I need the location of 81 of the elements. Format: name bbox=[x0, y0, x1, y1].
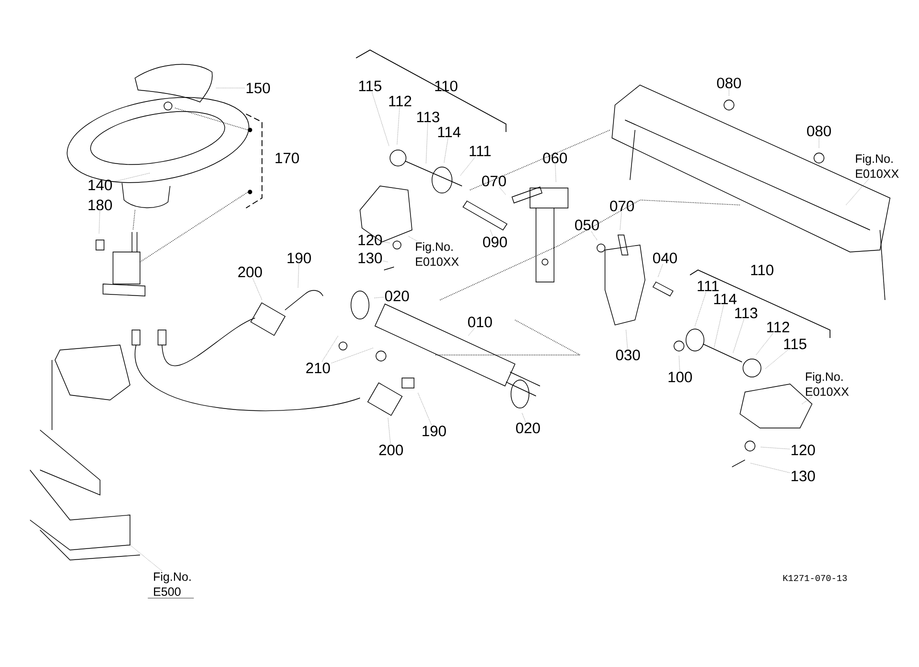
callout-number: 200 bbox=[379, 444, 403, 456]
leader-line bbox=[322, 336, 338, 362]
leader-line bbox=[818, 137, 820, 148]
leader-line bbox=[252, 278, 262, 300]
callout-number: 100 bbox=[668, 372, 692, 382]
leader-line bbox=[620, 212, 622, 230]
callout-number: 180 bbox=[88, 200, 112, 210]
leader-line bbox=[694, 292, 706, 326]
leader-line bbox=[374, 297, 384, 298]
leader-line bbox=[555, 164, 556, 182]
callout-number: 112 bbox=[389, 96, 412, 106]
callout-number: 110 bbox=[435, 80, 458, 92]
callout-number: 020 bbox=[385, 290, 409, 302]
leader-line bbox=[130, 544, 162, 572]
leader-line bbox=[626, 330, 628, 349]
figure-reference: Fig.No. E500 bbox=[154, 572, 191, 596]
leader-line bbox=[802, 396, 812, 404]
callout-number: 040 bbox=[653, 252, 677, 264]
callout-number: 110 bbox=[751, 264, 774, 276]
callout-number: 070 bbox=[482, 176, 506, 186]
leader-line bbox=[764, 350, 788, 370]
leader-line bbox=[522, 412, 526, 422]
callout-number: 030 bbox=[616, 350, 640, 360]
callout-number: 090 bbox=[483, 236, 507, 248]
callout-number: 070 bbox=[610, 200, 634, 212]
figure-reference: Fig.No. E010XX bbox=[856, 154, 899, 178]
leader-line bbox=[750, 462, 790, 473]
leader-line bbox=[98, 211, 100, 234]
callout-number: 113 bbox=[735, 308, 758, 318]
leader-line bbox=[396, 107, 400, 146]
callout-number: 080 bbox=[717, 78, 741, 88]
leader-line bbox=[426, 123, 428, 164]
callout-number: 130 bbox=[358, 252, 382, 264]
callout-number: 130 bbox=[792, 470, 815, 482]
leader-line bbox=[490, 228, 493, 236]
leader-line bbox=[298, 264, 299, 288]
leader-line bbox=[591, 231, 598, 240]
figure-reference: Fig.No. E010XX bbox=[806, 372, 849, 396]
drawing-number: K1271-070-13 bbox=[783, 574, 847, 582]
leader-line bbox=[418, 392, 432, 425]
leader-line bbox=[444, 138, 448, 164]
callout-number: 114 bbox=[714, 294, 737, 304]
callout-number: 112 bbox=[767, 322, 790, 332]
leader-line bbox=[332, 348, 374, 364]
callout-number: 200 bbox=[238, 266, 262, 278]
leader-line bbox=[384, 260, 388, 262]
callout-number: 190 bbox=[422, 426, 446, 436]
leader-line bbox=[756, 333, 774, 356]
leader-line bbox=[732, 319, 744, 354]
callout-number: 150 bbox=[246, 82, 270, 94]
callout-number: 120 bbox=[792, 444, 815, 456]
callout-number: 120 bbox=[358, 234, 382, 246]
callout-number: 115 bbox=[784, 338, 806, 350]
callout-number: 115 bbox=[359, 80, 382, 92]
leader-line bbox=[372, 92, 390, 146]
leader-line bbox=[468, 328, 475, 336]
callout-number: 113 bbox=[417, 112, 440, 122]
callout-number: 170 bbox=[276, 152, 299, 164]
callout-number: 010 bbox=[468, 316, 492, 328]
callout-number: 111 bbox=[698, 280, 719, 292]
callout-number: 210 bbox=[306, 362, 330, 374]
leader-line bbox=[114, 172, 150, 182]
leader-line bbox=[658, 264, 663, 278]
leader-line bbox=[499, 187, 506, 196]
leader-line bbox=[678, 356, 680, 371]
leader-line bbox=[408, 236, 417, 242]
callout-number: 060 bbox=[543, 152, 567, 164]
callout-number: 020 bbox=[516, 422, 540, 434]
callout-number: 111 bbox=[470, 146, 491, 156]
callout-number: 114 bbox=[438, 126, 461, 138]
leader-line bbox=[388, 418, 391, 444]
leader-line bbox=[760, 446, 790, 450]
leader-line bbox=[714, 305, 724, 348]
leader-line bbox=[728, 89, 730, 96]
callout-number: 140 bbox=[88, 180, 112, 190]
callout-number: 080 bbox=[807, 126, 831, 136]
callout-number: 050 bbox=[575, 220, 599, 230]
figure-reference: Fig.No. E010XX bbox=[416, 242, 459, 266]
callout-number: 190 bbox=[288, 252, 311, 264]
leader-line bbox=[846, 178, 869, 206]
leader-line bbox=[460, 157, 476, 176]
